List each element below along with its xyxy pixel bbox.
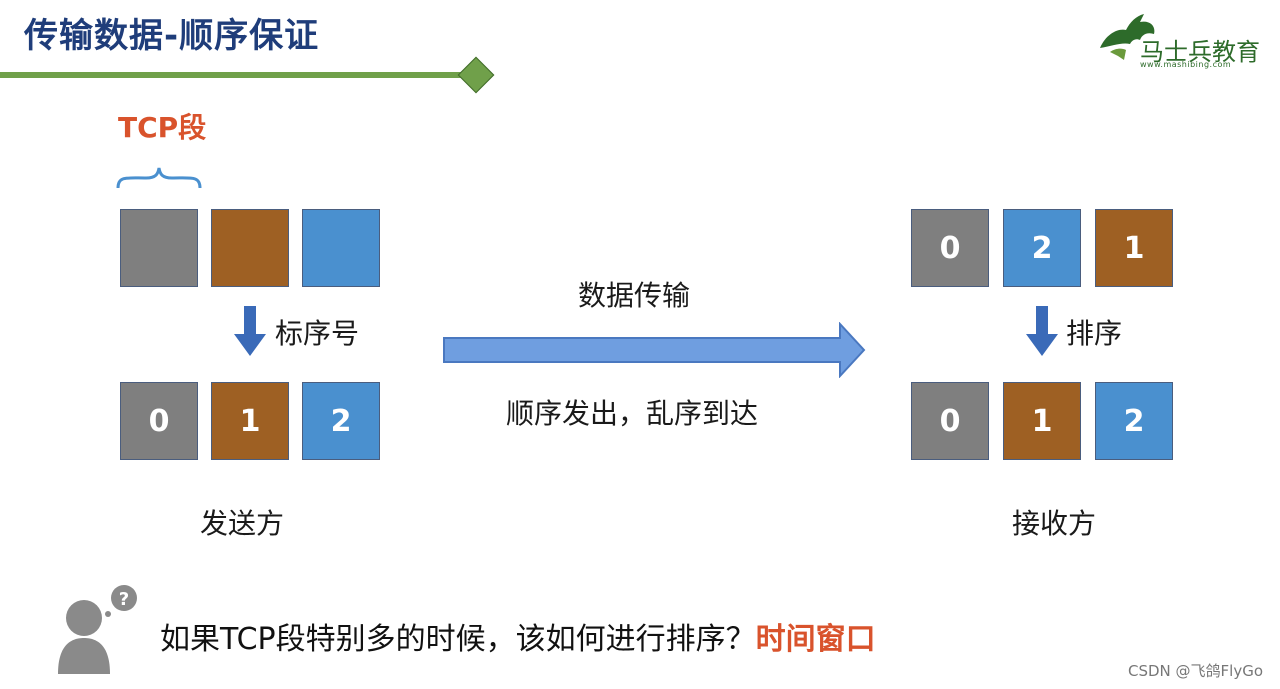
sender-segment-box-2: [302, 209, 380, 287]
title-underline: [0, 72, 480, 78]
horse-logo-icon: [1100, 14, 1155, 60]
down-arrow-icon: [234, 306, 266, 356]
tcp-segment-label: TCP段: [118, 111, 207, 144]
sender-segment-box-0: [120, 209, 198, 287]
receiver-arrived-box-1: 2: [1003, 209, 1081, 287]
sender-caption: 发送方: [200, 507, 285, 540]
title-diamond-icon: [457, 56, 495, 94]
sender-numbered-box-0: 0: [120, 382, 198, 460]
answer-highlight: 时间窗口: [755, 622, 876, 657]
right-arrow-icon: [443, 322, 866, 378]
sender-step-label: 标序号: [275, 317, 360, 350]
footer-question: 如果TCP段特别多的时候，该如何进行排序？时间窗口: [160, 614, 876, 658]
curly-brace-icon: [116, 167, 202, 189]
sender-segment-box-1: [211, 209, 289, 287]
svg-text:?: ?: [119, 589, 129, 610]
question-text: 如果TCP段特别多的时候，该如何进行排序？: [160, 622, 756, 657]
watermark: CSDN @飞鸽FlyGo: [1128, 662, 1264, 680]
down-arrow-icon: [1026, 306, 1058, 356]
transfer-note: 顺序发出，乱序到达: [506, 397, 759, 430]
receiver-sorted-box-0: 0: [911, 382, 989, 460]
person-question-icon: ?: [58, 585, 137, 674]
receiver-arrived-box-2: 1: [1095, 209, 1173, 287]
receiver-sorted-box-2: 2: [1095, 382, 1173, 460]
receiver-caption: 接收方: [1012, 507, 1097, 540]
receiver-step-label: 排序: [1066, 317, 1123, 350]
logo-url: www.mashibing.com: [1140, 60, 1232, 69]
sender-numbered-box-1: 1: [211, 382, 289, 460]
page-title: 传输数据-顺序保证: [24, 16, 320, 56]
logo-text: 马士兵教育: [1140, 38, 1260, 66]
receiver-sorted-box-1: 1: [1003, 382, 1081, 460]
receiver-arrived-box-0: 0: [911, 209, 989, 287]
transfer-label: 数据传输: [578, 279, 691, 312]
sender-numbered-box-2: 2: [302, 382, 380, 460]
